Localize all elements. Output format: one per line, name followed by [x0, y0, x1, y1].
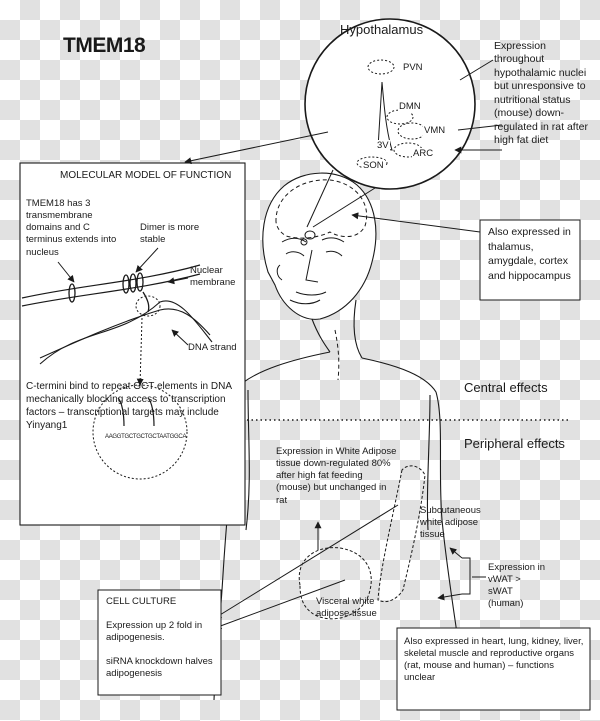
molecular-model-title: MOLECULAR MODEL OF FUNCTION — [60, 170, 232, 181]
peripheral-effects-label: Peripheral effects — [464, 436, 565, 451]
other-organs-note: Also expressed in heart, lung, kidney, l… — [404, 636, 584, 684]
hypothalamus-title: Hypothalamus — [340, 22, 424, 37]
c-termini-note: C-termini bind to repeat GCT elements in… — [26, 381, 232, 431]
spinal-cord-line — [334, 329, 340, 381]
diagram-title: TMEM18 — [63, 34, 146, 57]
dna-strand-drawing — [39, 300, 213, 365]
dna-sequence-label: AAGGTGCTGCTGCTAATGGCA — [105, 434, 187, 440]
nucleus-label-dmn: DMN — [398, 101, 422, 114]
binding-site-marker — [135, 295, 161, 317]
cell-culture-line1: Expression up 2 fold in adipogenesis. — [106, 620, 203, 644]
subcutaneous-adipose-outline — [377, 465, 426, 603]
cell-culture-title: CELL CULTURE — [106, 596, 177, 607]
nucleus-label-arc: ARC — [412, 148, 435, 161]
nucleus-label-son: SON — [362, 160, 385, 173]
dimer-label: Dimer is more stable — [140, 222, 200, 246]
cell-culture-box — [97, 589, 222, 696]
nucleus-label-3v: 3V — [376, 140, 390, 153]
brain-expression-note: Also expressed in thalamus, amygdale, co… — [488, 226, 571, 283]
nucleus-label-pvn: PVN — [402, 62, 424, 75]
visceral-adipose-outline — [298, 547, 372, 620]
cell-culture-line2: siRNA knockdown halves adipogenesis — [106, 656, 213, 680]
central-effects-label: Central effects — [464, 380, 548, 395]
transmembrane-note: TMEM18 has 3 transmembrane domains and C… — [26, 198, 117, 258]
other-organs-box — [396, 627, 591, 711]
dna-strand-label: DNA strand — [188, 342, 237, 353]
nuclear-membrane-label: Nuclear membrane — [190, 265, 236, 289]
transmembrane-domains — [68, 272, 150, 313]
nucleus-label-vmn: VMN — [423, 125, 447, 138]
white-adipose-note: Expression in White Adipose tissue down-… — [276, 446, 397, 506]
hypothalamus-zoom-circle — [304, 18, 476, 190]
nuclear-membrane-drawing — [21, 264, 201, 307]
brain-outline — [275, 179, 367, 239]
brain-note-box — [479, 219, 581, 301]
hypothalamus-expression-note: Expression throughout hypothalamic nucle… — [494, 40, 588, 147]
pituitary-marker — [300, 238, 308, 246]
visceral-label: Visceral white adipose tissue — [316, 596, 377, 620]
hypothalamus-location-marker — [304, 230, 316, 240]
subcutaneous-label: Subcutaneous white adipose tissue — [420, 505, 481, 541]
vwat-expression-note: Expression in vWAT > sWAT (human) — [488, 562, 546, 610]
